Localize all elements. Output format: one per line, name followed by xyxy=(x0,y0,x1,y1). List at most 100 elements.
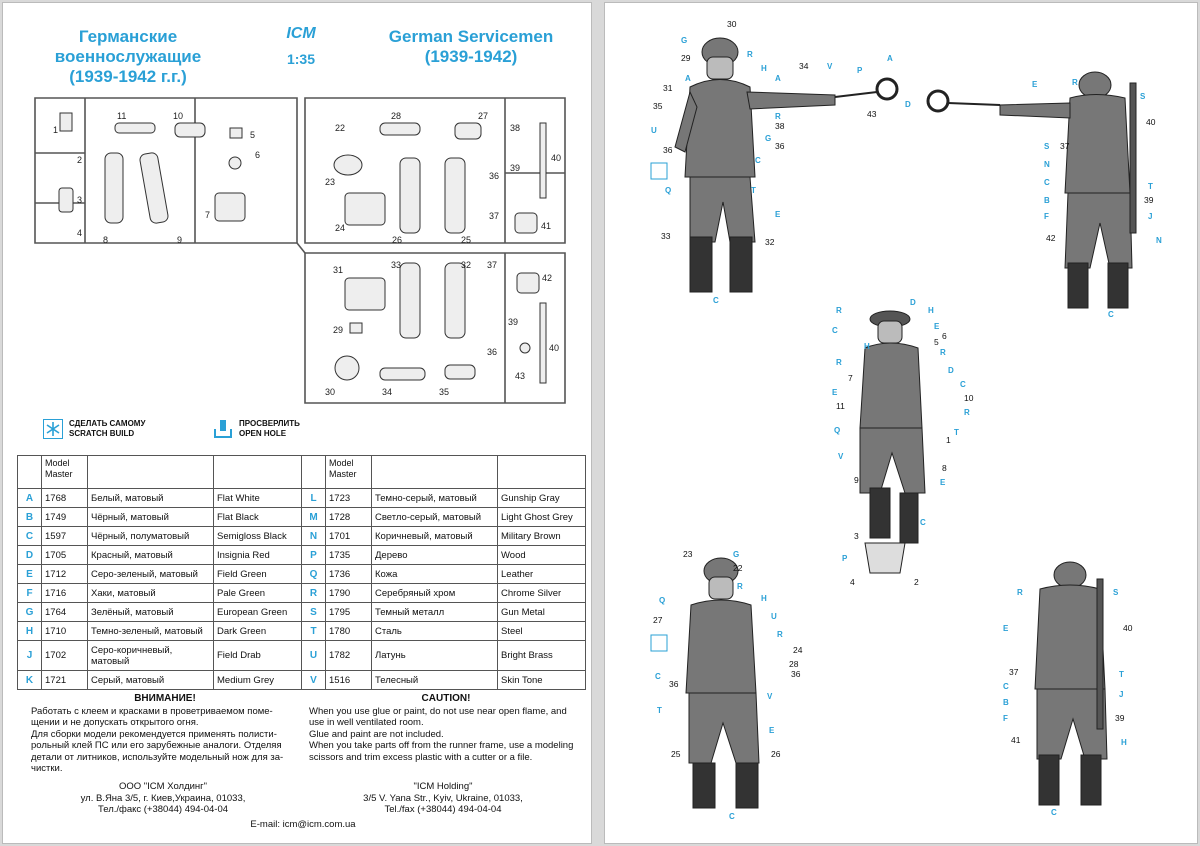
svg-text:A: A xyxy=(887,54,893,63)
svg-text:36: 36 xyxy=(775,141,785,151)
part-torso-24 xyxy=(344,192,386,226)
svg-text:37: 37 xyxy=(1009,667,1019,677)
sprue-frame-lower xyxy=(304,252,566,404)
part-leg-8 xyxy=(104,152,124,224)
svg-text:26: 26 xyxy=(771,749,781,759)
part-label: 23 xyxy=(325,177,335,187)
svg-text:29: 29 xyxy=(681,53,691,63)
svg-text:C: C xyxy=(1044,178,1050,187)
part-label: 10 xyxy=(173,111,183,121)
svg-text:40: 40 xyxy=(1146,117,1156,127)
part-leg-9 xyxy=(139,152,169,224)
svg-text:G: G xyxy=(733,550,739,559)
arm-down xyxy=(674,90,698,153)
svg-text:P: P xyxy=(842,554,848,563)
scratch-build-marker xyxy=(650,634,668,652)
part-torso-31 xyxy=(344,277,386,311)
svg-text:E: E xyxy=(1003,624,1009,633)
scratch-build-marker xyxy=(650,162,668,180)
svg-text:41: 41 xyxy=(1011,735,1021,745)
svg-text:10: 10 xyxy=(964,393,974,403)
sprue-diagram: 1 2 3 4 5 6 7 8 9 10 11 22 23 24 25 26 2… xyxy=(34,97,566,404)
legend-scratch-build: СДЕЛАТЬ САМОМУ SCRATCH BUILD xyxy=(43,419,145,439)
warning-russian: ВНИМАНИЕ! Работать с клеем и красками в … xyxy=(31,693,284,774)
part-helmet-30 xyxy=(334,355,360,381)
svg-text:H: H xyxy=(864,342,870,351)
asterisk-icon xyxy=(43,419,63,439)
svg-text:N: N xyxy=(1156,236,1162,245)
part-3 xyxy=(58,187,74,213)
svg-text:37: 37 xyxy=(1060,141,1070,151)
svg-text:J: J xyxy=(1119,690,1123,699)
svg-text:J: J xyxy=(1148,212,1152,221)
svg-text:24: 24 xyxy=(793,645,803,655)
svg-text:R: R xyxy=(940,348,946,357)
svg-text:27: 27 xyxy=(653,615,663,625)
part-label: 28 xyxy=(391,111,401,121)
part-label: 24 xyxy=(335,223,345,233)
svg-text:A: A xyxy=(775,74,781,83)
svg-text:42: 42 xyxy=(1046,233,1056,243)
svg-text:33: 33 xyxy=(661,231,671,241)
part-leg-33 xyxy=(399,262,421,339)
svg-text:28: 28 xyxy=(789,659,799,669)
svg-text:1: 1 xyxy=(946,435,951,445)
part-label: 7 xyxy=(205,210,210,220)
part-leg-25 xyxy=(444,157,466,234)
svg-text:T: T xyxy=(751,186,756,195)
part-rifle-40b xyxy=(539,302,547,384)
svg-text:8: 8 xyxy=(942,463,947,473)
svg-text:T: T xyxy=(657,706,662,715)
part-label: 5 xyxy=(250,130,255,140)
svg-text:N: N xyxy=(1044,160,1050,169)
part-label: 39 xyxy=(510,163,520,173)
drill-icon xyxy=(214,420,232,438)
part-label: 34 xyxy=(382,387,392,397)
svg-text:H: H xyxy=(1121,738,1127,747)
svg-text:T: T xyxy=(1119,670,1124,679)
svg-text:R: R xyxy=(737,582,743,591)
part-arm-11 xyxy=(114,122,156,134)
svg-text:D: D xyxy=(948,366,954,375)
part-5 xyxy=(229,127,243,139)
boot-right xyxy=(729,236,753,293)
svg-text:C: C xyxy=(713,296,719,305)
svg-text:D: D xyxy=(905,100,911,109)
part-label: 39 xyxy=(508,317,518,327)
table-header-model-master: Model Master xyxy=(41,455,88,489)
table-header-model-master: Model Master xyxy=(325,455,372,489)
svg-text:C: C xyxy=(960,380,966,389)
svg-text:U: U xyxy=(651,126,657,135)
svg-text:F: F xyxy=(1044,212,1049,221)
svg-text:E: E xyxy=(940,478,946,487)
svg-text:E: E xyxy=(769,726,775,735)
address-english: "ICM Holding" 3/5 V. Yana Str., Kyiv, Uk… xyxy=(363,781,523,815)
svg-text:E: E xyxy=(775,210,781,219)
title-russian: Германские военнослужащие (1939-1942 г.г… xyxy=(54,27,202,86)
svg-text:Q: Q xyxy=(834,426,840,435)
svg-text:32: 32 xyxy=(765,237,775,247)
svg-text:3: 3 xyxy=(854,531,859,541)
part-torso-7 xyxy=(214,192,246,222)
part-29 xyxy=(349,322,363,334)
warning-english: CAUTION! When you use glue or paint, do … xyxy=(309,693,574,763)
svg-text:E: E xyxy=(934,322,940,331)
part-label: 25 xyxy=(461,235,471,245)
svg-text:H: H xyxy=(761,64,767,73)
part-label: 38 xyxy=(510,123,520,133)
part-1 xyxy=(59,112,73,132)
